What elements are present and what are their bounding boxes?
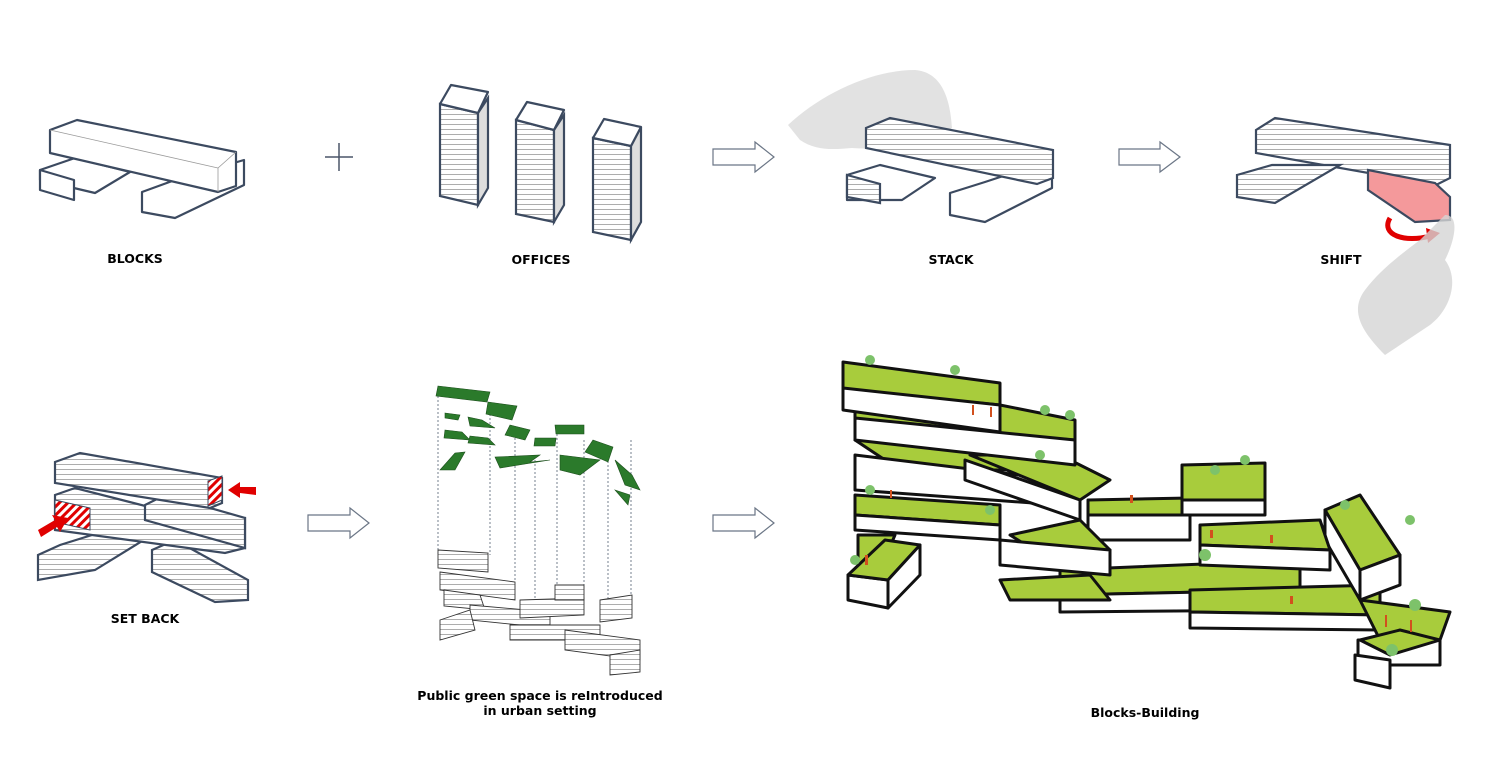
- red-arrow-icon: [38, 515, 68, 537]
- building-block: [998, 573, 1112, 602]
- building-block: [1323, 493, 1402, 602]
- hand-icon: [1357, 215, 1455, 355]
- building-block: [1180, 461, 1267, 517]
- building-block: [998, 518, 1112, 577]
- shift-illustration: [1235, 116, 1455, 355]
- blocks-illustration: [38, 118, 246, 220]
- building-block: [1086, 496, 1192, 542]
- building-block: [1188, 583, 1382, 632]
- red-arrow-icon: [228, 482, 256, 498]
- step-label-blocks: BLOCKS: [107, 251, 163, 266]
- building-block: [1353, 598, 1452, 690]
- right-arrow-icon: [712, 140, 775, 174]
- step-label-blocks-building: Blocks-Building: [1090, 705, 1200, 720]
- step-label-offices: OFFICES: [511, 252, 571, 267]
- step-label-green-space: Public green space is reIntroduced in ur…: [417, 688, 663, 718]
- building-block: [841, 360, 1002, 434]
- building-block: [846, 533, 922, 610]
- right-arrow-icon: [307, 506, 370, 540]
- right-arrow-icon: [1118, 140, 1181, 174]
- step-label-setback: SET BACK: [110, 611, 180, 626]
- building-block: [853, 493, 1002, 542]
- setback-illustration: [36, 451, 256, 604]
- stack-illustration: [788, 70, 1055, 224]
- blocks-building-illustration: [841, 355, 1452, 690]
- right-arrow-icon: [712, 506, 775, 540]
- plus-icon: [325, 143, 353, 171]
- setback-hatch-side: [207, 475, 223, 507]
- office-tower: [591, 117, 643, 245]
- people-icon: [865, 405, 1412, 632]
- tree-icon: [850, 355, 1421, 656]
- step-label-shift: SHIFT: [1320, 252, 1362, 267]
- offices-illustration: [438, 83, 643, 245]
- office-tower: [514, 100, 566, 227]
- office-tower: [438, 83, 490, 210]
- building-block: [1198, 518, 1332, 572]
- step-label-stack: STACK: [928, 252, 974, 267]
- green-space-illustration: [435, 385, 641, 676]
